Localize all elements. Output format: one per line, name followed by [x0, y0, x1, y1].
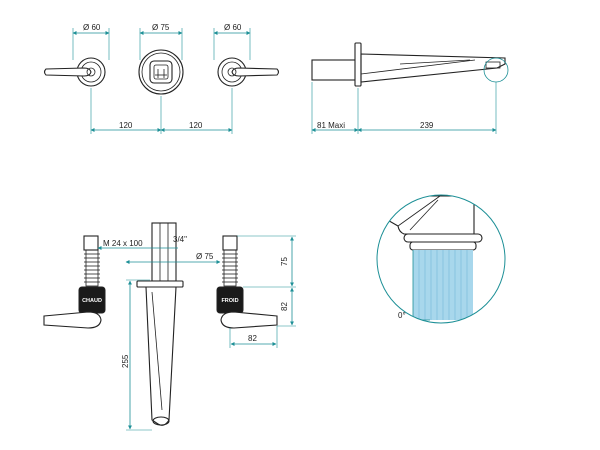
right-valve-front: FROID	[216, 235, 278, 329]
height-82-label: 82	[280, 302, 289, 311]
spacing-left-label: 120	[119, 121, 133, 130]
length-label: 239	[420, 121, 434, 130]
pipe-label: 3/4"	[173, 235, 187, 244]
center-rosette-top	[138, 28, 184, 95]
right-handle-top	[213, 28, 280, 87]
side-view: 81 Maxi 239	[311, 42, 509, 134]
spacing-right-label: 120	[189, 121, 203, 130]
dia-left-label: Ø 60	[83, 23, 101, 32]
height-255-label: 255	[121, 354, 130, 368]
dia-center-label: Ø 75	[152, 23, 170, 32]
detail-view: 0°	[376, 194, 506, 324]
height-75-label: 75	[280, 257, 289, 266]
top-view: Ø 60 Ø 75 Ø 60	[43, 23, 280, 134]
angle-label: 0°	[398, 311, 406, 320]
chaud-label: CHAUD	[82, 298, 102, 304]
left-handle-top	[43, 28, 110, 87]
froid-label: FROID	[221, 298, 238, 304]
center-spout-front	[136, 222, 184, 426]
dia-front-label: Ø 75	[196, 252, 214, 261]
thread-label: M 24 x 100	[103, 239, 143, 248]
dia-right-label: Ø 60	[224, 23, 242, 32]
left-valve-front: CHAUD	[43, 235, 106, 329]
width-82-label: 82	[248, 334, 257, 343]
depth-label: 81 Maxi	[317, 121, 345, 130]
front-view: CHAUD	[43, 222, 296, 431]
